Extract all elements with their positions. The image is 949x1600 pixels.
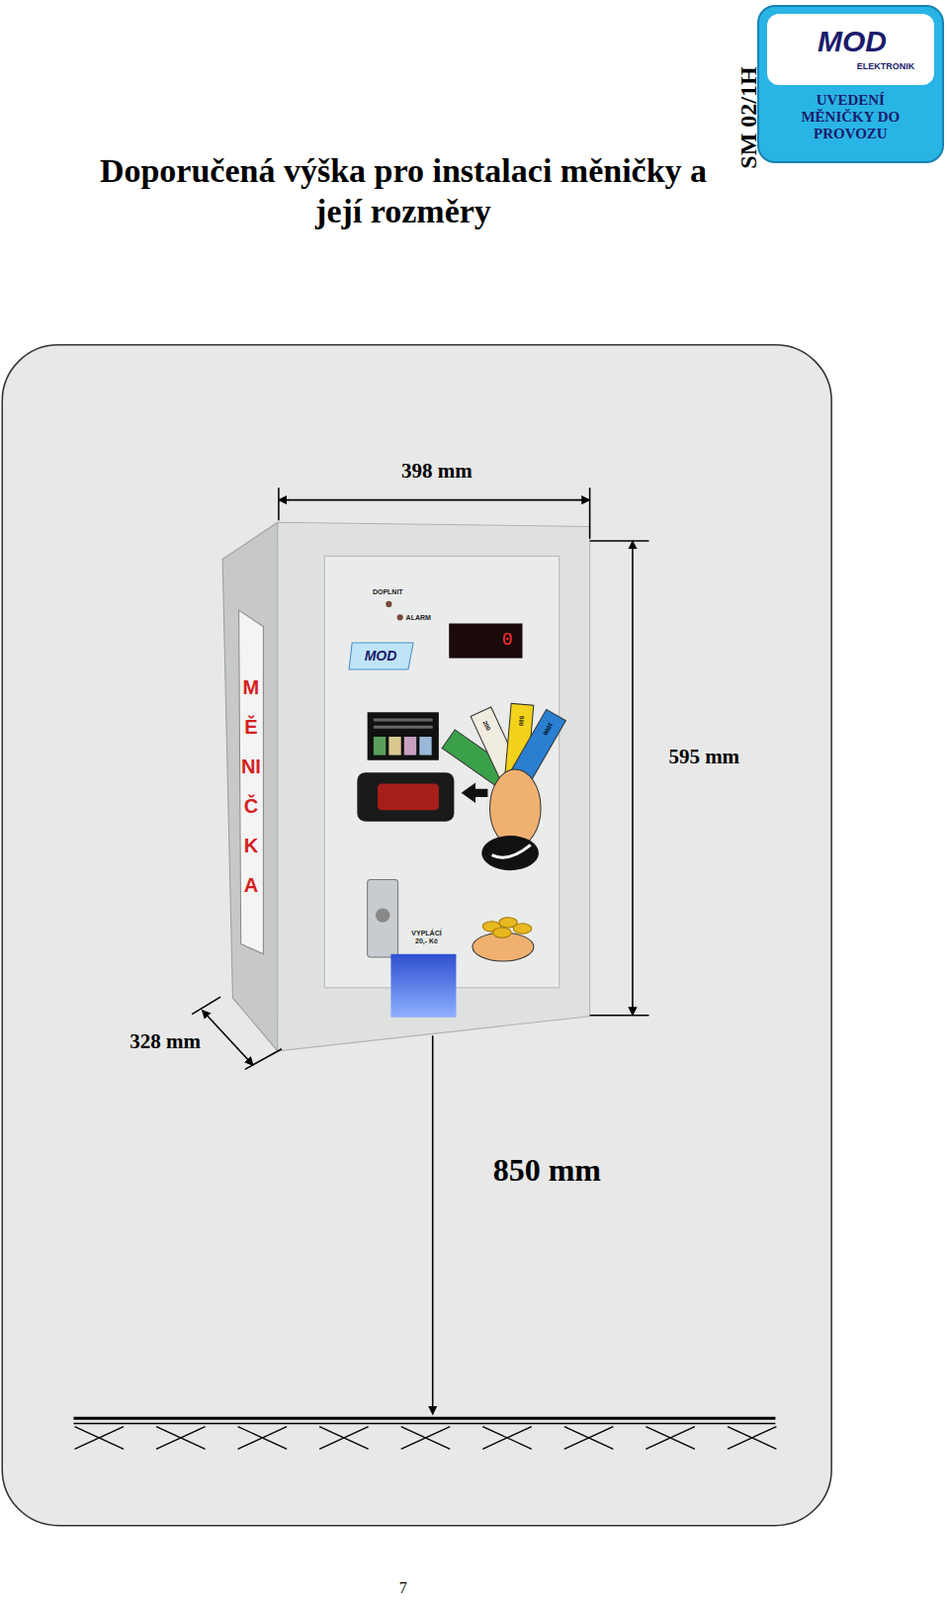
dimension-label: 850 mm	[493, 1152, 602, 1188]
page-number: 7	[399, 1578, 408, 1597]
logo-text: MOD	[817, 24, 887, 58]
badge-text: UVEDENÍ MĚNIČKY DO PROVOZU	[788, 91, 912, 143]
dimension-label: 595 mm	[668, 745, 740, 769]
floor-symbol	[73, 1417, 777, 1449]
logo-subtext: ELEKTRONIK	[857, 62, 916, 73]
dimension-label: 398 mm	[401, 459, 473, 483]
page-title: Doporučená výška pro instalaci měničky a…	[96, 150, 710, 232]
changer-machine	[222, 521, 590, 1051]
panel-logo: MOD	[364, 648, 398, 664]
display-digit: 0	[502, 630, 514, 651]
panel-text: DOPLNIT	[372, 588, 404, 597]
background-panel	[1, 345, 832, 1526]
panel-text: ALARM	[406, 613, 432, 622]
document-code: SM 02/1H	[734, 66, 761, 169]
dimension-lines	[191, 487, 649, 1414]
panel-text: VYPLÁCÍ 20,- Kč	[406, 929, 446, 946]
side-label: MĚNIČKA	[241, 667, 261, 905]
dimension-label: 328 mm	[129, 1030, 201, 1053]
